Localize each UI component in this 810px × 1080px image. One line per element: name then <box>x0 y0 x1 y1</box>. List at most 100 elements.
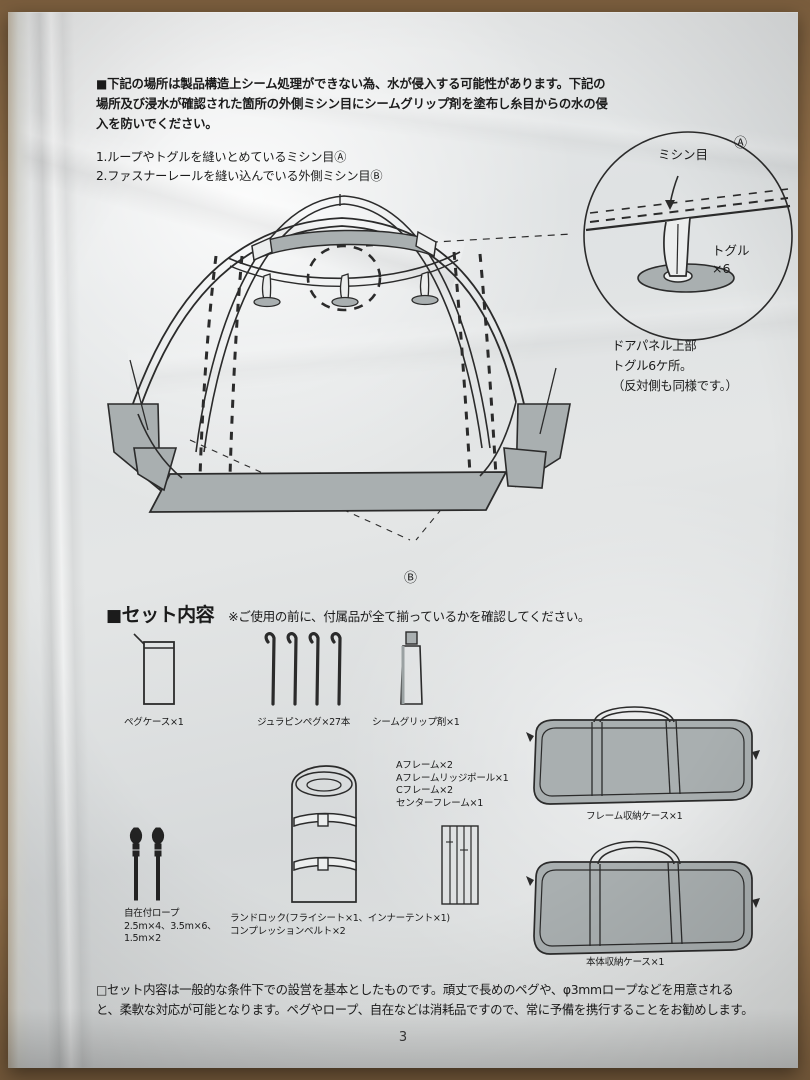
tent-diagram <box>104 190 574 541</box>
peg-illustration <box>258 630 348 710</box>
empty-square-bullet-icon: □ <box>96 983 107 997</box>
peg-3 <box>308 632 320 706</box>
frames-label: Aフレーム×2 Aフレームリッジポール×1 Cフレーム×2 センターフレーム×1 <box>396 760 509 810</box>
stitch-row-upper <box>589 197 789 223</box>
roll-body <box>291 765 357 903</box>
compression-belt-buckle-1 <box>317 813 329 827</box>
frame-case-zip-pull-left-icon <box>526 732 534 742</box>
detail-marker-a: Ⓐ <box>734 136 748 151</box>
guy-rope-illustration <box>126 824 182 904</box>
peg-case-body <box>143 641 175 705</box>
landlock-roll-label-line-2: コンプレッションベルト×2 <box>230 926 346 937</box>
frame-case-zip-pull-right-icon <box>752 750 760 760</box>
tent-diagram-drawing <box>107 194 573 541</box>
seam-grip-drawing <box>400 631 423 705</box>
a-frame-inner-left <box>195 195 491 453</box>
set-contents-heading: ■セット内容 ※ご使用の前に、付属品が全て揃っているかを確認してください。 <box>106 600 590 627</box>
seam-b-left-outer <box>198 255 218 479</box>
leader-line-to-detail-a <box>365 233 573 247</box>
peg-case-label: ペグケース×1 <box>124 717 184 728</box>
seam-warning-note: ■下記の場所は製品構造上シーム処理ができない為、水が侵入する可能性があります。下… <box>96 74 616 186</box>
roll-top-opening <box>295 771 353 797</box>
detail-a-caption: ドアパネル上部 トグル6ケ所。 （反対側も同様です。） <box>612 336 738 396</box>
peg-case-illustration <box>133 632 192 708</box>
guy-line-left <box>129 359 149 431</box>
filled-square-bullet-icon-2: ■ <box>106 606 122 626</box>
body-case-handle-inner <box>597 846 675 865</box>
detail-view-a: ミシン目 トグル ×6 <box>582 130 794 342</box>
seam-warning-item-2: 2.ファスナーレールを縫い込んでいる外側ミシン目Ⓑ <box>96 169 383 183</box>
toggle-2 <box>339 273 350 301</box>
body-case-seam <box>539 869 745 947</box>
frame-case-strap-right-2 <box>675 719 681 795</box>
frames-label-line-4: センターフレーム×1 <box>396 797 484 809</box>
detail-a-caption-line-3: （反対側も同様です。） <box>612 378 738 393</box>
page-content: ■下記の場所は製品構造上シーム処理ができない為、水が侵入する可能性があります。下… <box>8 12 798 1068</box>
body-case-handle-outer <box>589 840 681 865</box>
rope-strand-1 <box>134 855 138 901</box>
vestibule-panel-right-lower <box>503 447 547 489</box>
frame-case-drawing <box>526 706 760 805</box>
guy-rope-label-line-1: 自在付ロープ <box>124 908 180 919</box>
seam-grip-cap <box>405 631 418 645</box>
roll-inner-opening <box>306 778 342 792</box>
detail-a-caption-line-1: ドアパネル上部 <box>612 338 697 353</box>
paper-torn-edge <box>8 12 30 1068</box>
page-bottom-shadow <box>8 1008 798 1068</box>
peg-2 <box>286 632 298 706</box>
detail-a-highlight-circle <box>306 244 382 312</box>
rope-strand-2 <box>156 855 160 901</box>
rope-adjuster-1a <box>132 843 140 850</box>
frames-label-line-1: Aフレーム×2 <box>396 760 453 771</box>
ridge-pole-end-left <box>251 236 273 262</box>
body-case-drawing <box>526 840 760 955</box>
page-number: 3 <box>8 1030 798 1045</box>
body-case-illustration <box>520 838 766 956</box>
peg-case-cord <box>133 633 145 645</box>
seam-edge-line <box>585 204 791 232</box>
seam-warning-lead-text: 下記の場所は製品構造上シーム処理ができない為、水が侵入する可能性があります。下記… <box>96 76 608 131</box>
frames-illustration <box>440 824 482 906</box>
seam-grip-label: シームグリップ剤×1 <box>372 717 460 728</box>
guy-rope-label-line-3: 1.5m×2 <box>124 933 161 944</box>
ridge-pole-end-right <box>415 230 437 258</box>
detail-circle-outline <box>583 131 793 341</box>
filled-square-bullet-icon: ■ <box>96 77 108 91</box>
footer-note-text: セット内容は一般的な条件下での設営を基本としたものです。頑丈で長めのペグや、φ3… <box>96 982 754 1017</box>
detail-a-part-label: トグル ×6 <box>712 242 750 278</box>
body-case-body <box>533 861 753 955</box>
rope-coil-2 <box>151 827 165 845</box>
peg-label: ジュラピンペグ×27本 <box>257 717 351 728</box>
vestibule-panel-left-lower <box>133 447 178 492</box>
seam-b-left-inner <box>228 255 244 477</box>
frame-case-seam <box>539 727 745 797</box>
footer-note: □セット内容は一般的な条件下での設営を基本としたものです。頑丈で長めのペグや、φ… <box>96 980 756 1020</box>
frame-case-body <box>533 719 753 805</box>
stitch-row-lower <box>589 188 789 214</box>
ground-sheet-front <box>148 471 508 513</box>
landlock-roll-label: ランドロック(フライシート×1、インナーテント×1) コンプレッションベルト×2 <box>230 912 450 938</box>
guy-rope-drawing <box>129 827 165 901</box>
a-frame-inner-right <box>203 203 483 453</box>
toggle-2-base <box>331 296 359 308</box>
c-frame-leg-right <box>479 401 517 477</box>
seam-grip-illustration <box>394 630 430 710</box>
manual-page: ■下記の場所は製品構造上シーム処理ができない為、水が侵入する可能性があります。下… <box>8 12 798 1068</box>
body-case-zip-pull-right-icon <box>752 898 760 908</box>
detail-a-drawing <box>583 131 793 341</box>
detail-a-part-label-line2: ×6 <box>712 261 731 276</box>
set-contents-title-text: セット内容 <box>121 604 215 626</box>
rope-adjuster-1b <box>132 850 140 857</box>
rope-coil-1 <box>129 827 143 845</box>
landlock-roll-drawing <box>291 765 357 903</box>
frames-bundle-outline <box>441 825 479 905</box>
detail-a-callout-label: ミシン目 <box>658 147 709 162</box>
frame-case-handle-inner <box>599 710 671 723</box>
landlock-roll-illustration <box>286 764 362 904</box>
toggle-3 <box>419 271 430 299</box>
rope-adjuster-2a <box>154 843 162 850</box>
detail-a-part-label-line1: トグル <box>712 243 750 258</box>
guy-rope-label-line-2: 2.5m×4、3.5m×6、 <box>124 920 217 932</box>
frame-case-label: フレーム収納ケース×1 <box>586 811 683 822</box>
callout-arrow-line <box>669 175 679 205</box>
